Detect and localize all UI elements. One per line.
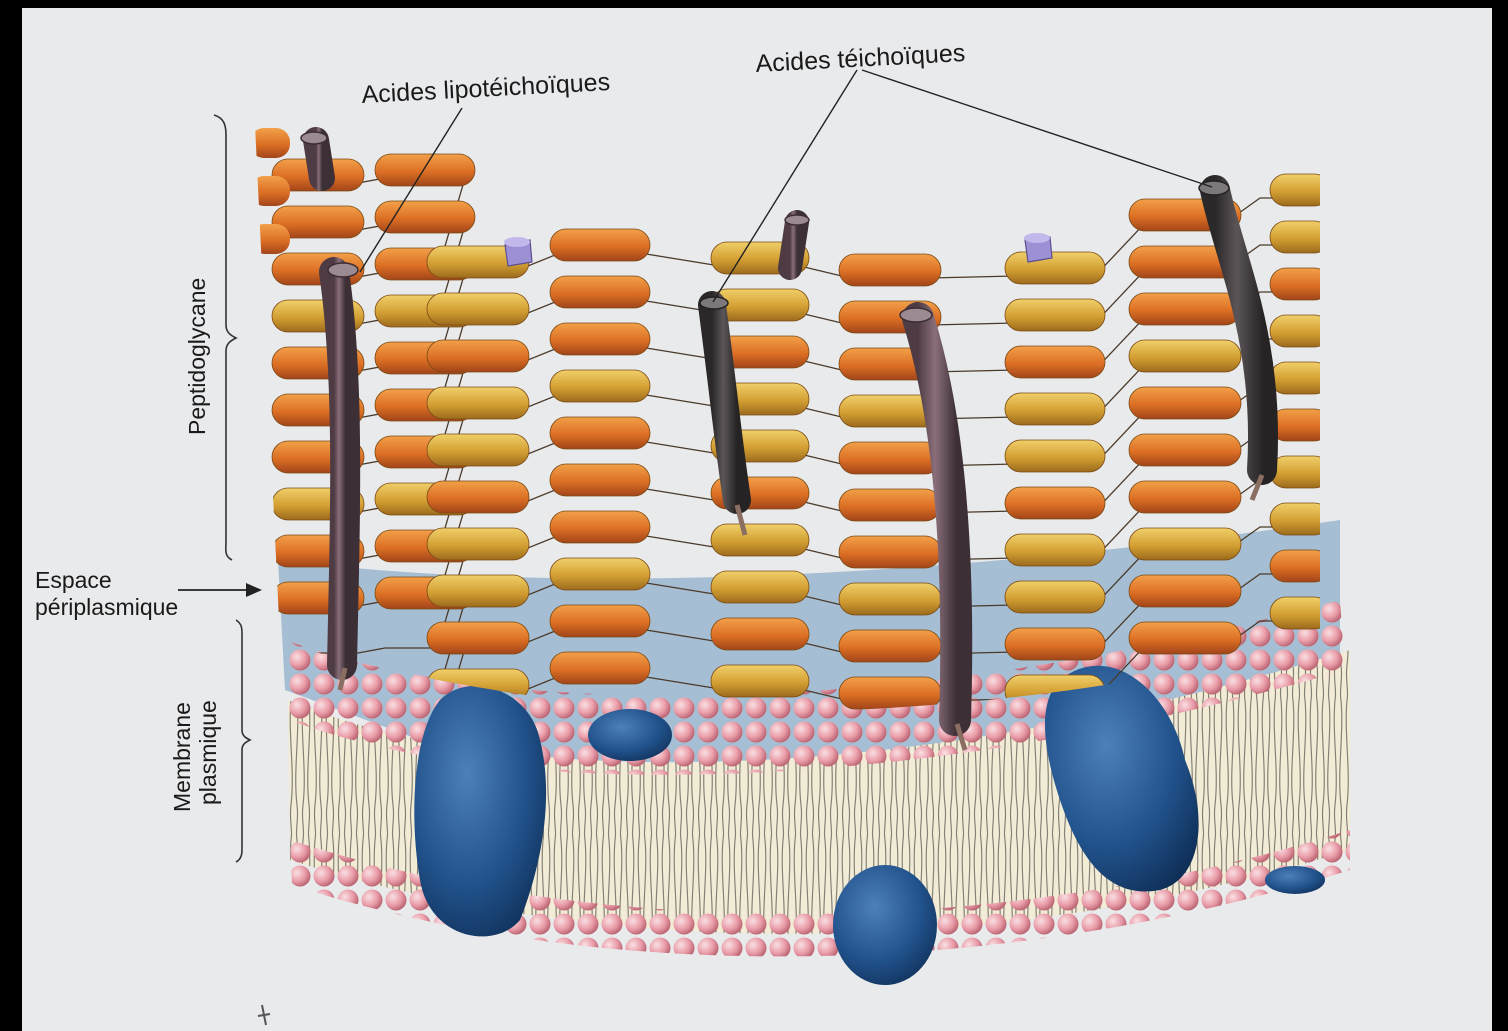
glycan-strand (1129, 387, 1241, 419)
glycan-strand (839, 254, 941, 286)
glycan-strand (1129, 293, 1241, 325)
glycan-strand (1129, 481, 1241, 513)
glycan-strand (550, 464, 650, 496)
glycan-strand (427, 293, 529, 325)
short-rod-top-left (316, 140, 322, 178)
glycan-strand (1005, 487, 1105, 519)
glycan-strand (427, 481, 529, 513)
label-membrane-line1: Membrane (169, 702, 195, 812)
glycan-strand (427, 340, 529, 372)
glycan-strand (550, 323, 650, 355)
glycan-strand (711, 665, 809, 697)
glycan-strand (1129, 528, 1241, 560)
glycan-strand (1005, 299, 1105, 331)
glycan-strand (839, 442, 941, 474)
glycan-strand (1005, 581, 1105, 613)
glycan-strand (839, 489, 941, 521)
label-periplasmic-line1: Espace (35, 567, 112, 593)
lipoteichoic-acid-rod-left (334, 272, 345, 665)
glycan-strand (550, 417, 650, 449)
glycan-strand (1005, 252, 1105, 284)
glycan-strand (550, 229, 650, 261)
glycan-strand (375, 201, 475, 233)
glycan-strand (550, 605, 650, 637)
short-rod-top-center (790, 222, 797, 268)
glycan-strand (550, 558, 650, 590)
glycan-strand (1129, 340, 1241, 372)
label-membrane-line2: plasmique (195, 700, 221, 805)
glycan-strand (711, 618, 809, 650)
glycan-strand (839, 536, 941, 568)
glycan-strand (839, 630, 941, 662)
glycan-strand (1005, 628, 1105, 660)
glycan-strand (427, 575, 529, 607)
glycan-strand (711, 571, 809, 603)
glycan-strand (550, 652, 650, 684)
label-periplasmic-line2: périplasmique (35, 594, 178, 620)
glycan-strand (427, 528, 529, 560)
glycan-strand (1129, 622, 1241, 654)
glycan-strand (1005, 440, 1105, 472)
glycan-strand (427, 622, 529, 654)
glycan-strand (1005, 346, 1105, 378)
glycan-strand (1129, 575, 1241, 607)
glycan-strand (550, 511, 650, 543)
glycan-strand (839, 677, 941, 709)
glycan-strand (550, 276, 650, 308)
label-peptidoglycan: Peptidoglycane (184, 278, 210, 435)
glycan-strand (427, 434, 529, 466)
glycan-strand (1005, 534, 1105, 566)
glycan-strand (375, 154, 475, 186)
glycan-strand (427, 387, 529, 419)
glycan-strand (839, 583, 941, 615)
glycan-strand (1005, 393, 1105, 425)
glycan-strand (1129, 434, 1241, 466)
glycan-strand (711, 524, 809, 556)
glycan-strand (550, 370, 650, 402)
